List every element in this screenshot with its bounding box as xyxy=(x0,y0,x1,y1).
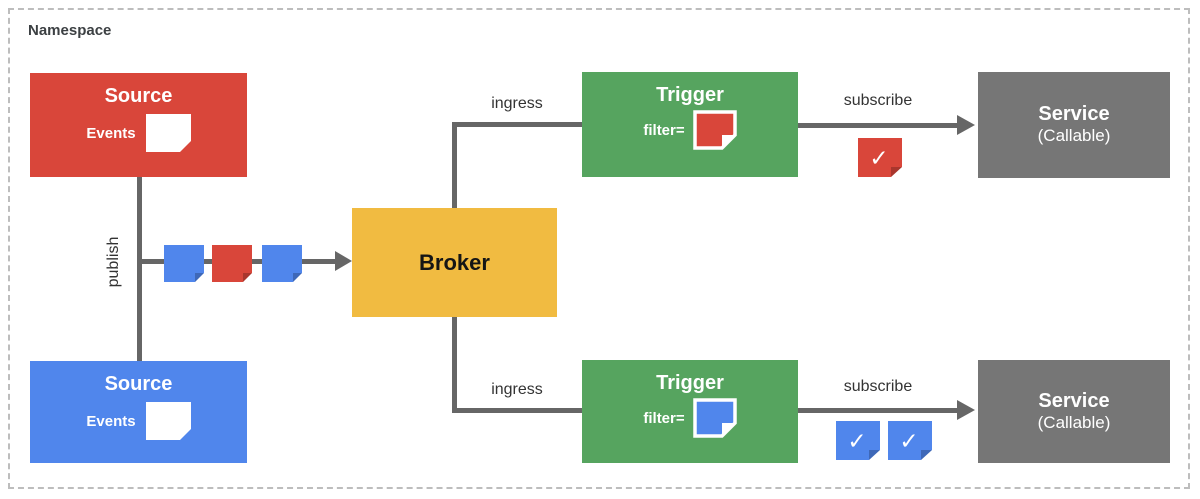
trigger-title: Trigger xyxy=(656,372,724,394)
subscribe-bottom-arrowhead-icon xyxy=(957,400,975,420)
service-subtitle: (Callable) xyxy=(1037,412,1111,432)
service-title: Service xyxy=(1038,389,1110,412)
events-row: Events xyxy=(86,114,191,152)
check-glyph: ✓ xyxy=(869,146,888,172)
check-glyph: ✓ xyxy=(847,429,866,455)
event-note-blue-1 xyxy=(164,245,204,282)
filter-label: filter= xyxy=(643,121,685,139)
filter-note-red-icon xyxy=(692,110,737,150)
publish-arrowhead-icon xyxy=(335,251,352,271)
subscribe-bottom-edge xyxy=(798,408,958,413)
check-note-red: ✓ xyxy=(858,138,902,177)
subscribe-top-label: subscribe xyxy=(843,92,913,109)
source-title: Source xyxy=(104,373,173,395)
filter-row: filter= xyxy=(643,110,737,150)
trigger-node-bottom: Trigger filter= xyxy=(582,360,798,463)
check-glyph: ✓ xyxy=(899,429,918,455)
broker-node: Broker xyxy=(352,208,557,317)
events-row: Events xyxy=(86,402,191,440)
service-node-bottom: Service (Callable) xyxy=(978,360,1170,463)
event-note-icon xyxy=(164,245,204,282)
ingress-bottom-label: ingress xyxy=(491,381,543,398)
ingress-bottom-vertical-edge xyxy=(452,317,457,413)
filter-label: filter= xyxy=(643,409,685,427)
events-label: Events xyxy=(86,124,136,142)
event-note-icon xyxy=(145,402,191,440)
source-node-top: Source Events xyxy=(30,73,247,177)
namespace-label: Namespace xyxy=(28,22,112,39)
trigger-node-top: Trigger filter= xyxy=(582,72,798,177)
service-title: Service xyxy=(1038,103,1110,126)
broker-title: Broker xyxy=(419,249,490,275)
source-title: Source xyxy=(104,85,173,107)
event-note-blue-2 xyxy=(262,245,302,282)
publish-vertical-edge xyxy=(137,177,142,361)
ingress-top-label: ingress xyxy=(491,95,543,112)
subscribe-top-edge xyxy=(798,123,958,128)
event-note-icon xyxy=(145,114,191,152)
event-note-red xyxy=(212,245,252,282)
service-subtitle: (Callable) xyxy=(1037,126,1111,146)
check-note-icon: ✓ xyxy=(888,421,932,460)
check-note-blue-2: ✓ xyxy=(888,421,932,460)
event-note-icon xyxy=(262,245,302,282)
ingress-bottom-horizontal-edge xyxy=(452,408,582,413)
filter-note-blue-icon xyxy=(692,398,737,438)
namespace-boundary xyxy=(8,8,1190,489)
ingress-top-vertical-edge xyxy=(452,122,457,208)
event-note-icon xyxy=(212,245,252,282)
ingress-top-horizontal-edge xyxy=(452,122,582,127)
check-note-icon: ✓ xyxy=(836,421,880,460)
filter-row: filter= xyxy=(643,398,737,438)
source-node-bottom: Source Events xyxy=(30,361,247,463)
check-note-blue-1: ✓ xyxy=(836,421,880,460)
subscribe-bottom-label: subscribe xyxy=(843,378,913,395)
check-note-icon: ✓ xyxy=(858,138,902,177)
service-node-top: Service (Callable) xyxy=(978,72,1170,178)
publish-label: publish xyxy=(105,236,122,288)
trigger-title: Trigger xyxy=(656,84,724,106)
events-label: Events xyxy=(86,412,136,430)
subscribe-top-arrowhead-icon xyxy=(957,115,975,135)
